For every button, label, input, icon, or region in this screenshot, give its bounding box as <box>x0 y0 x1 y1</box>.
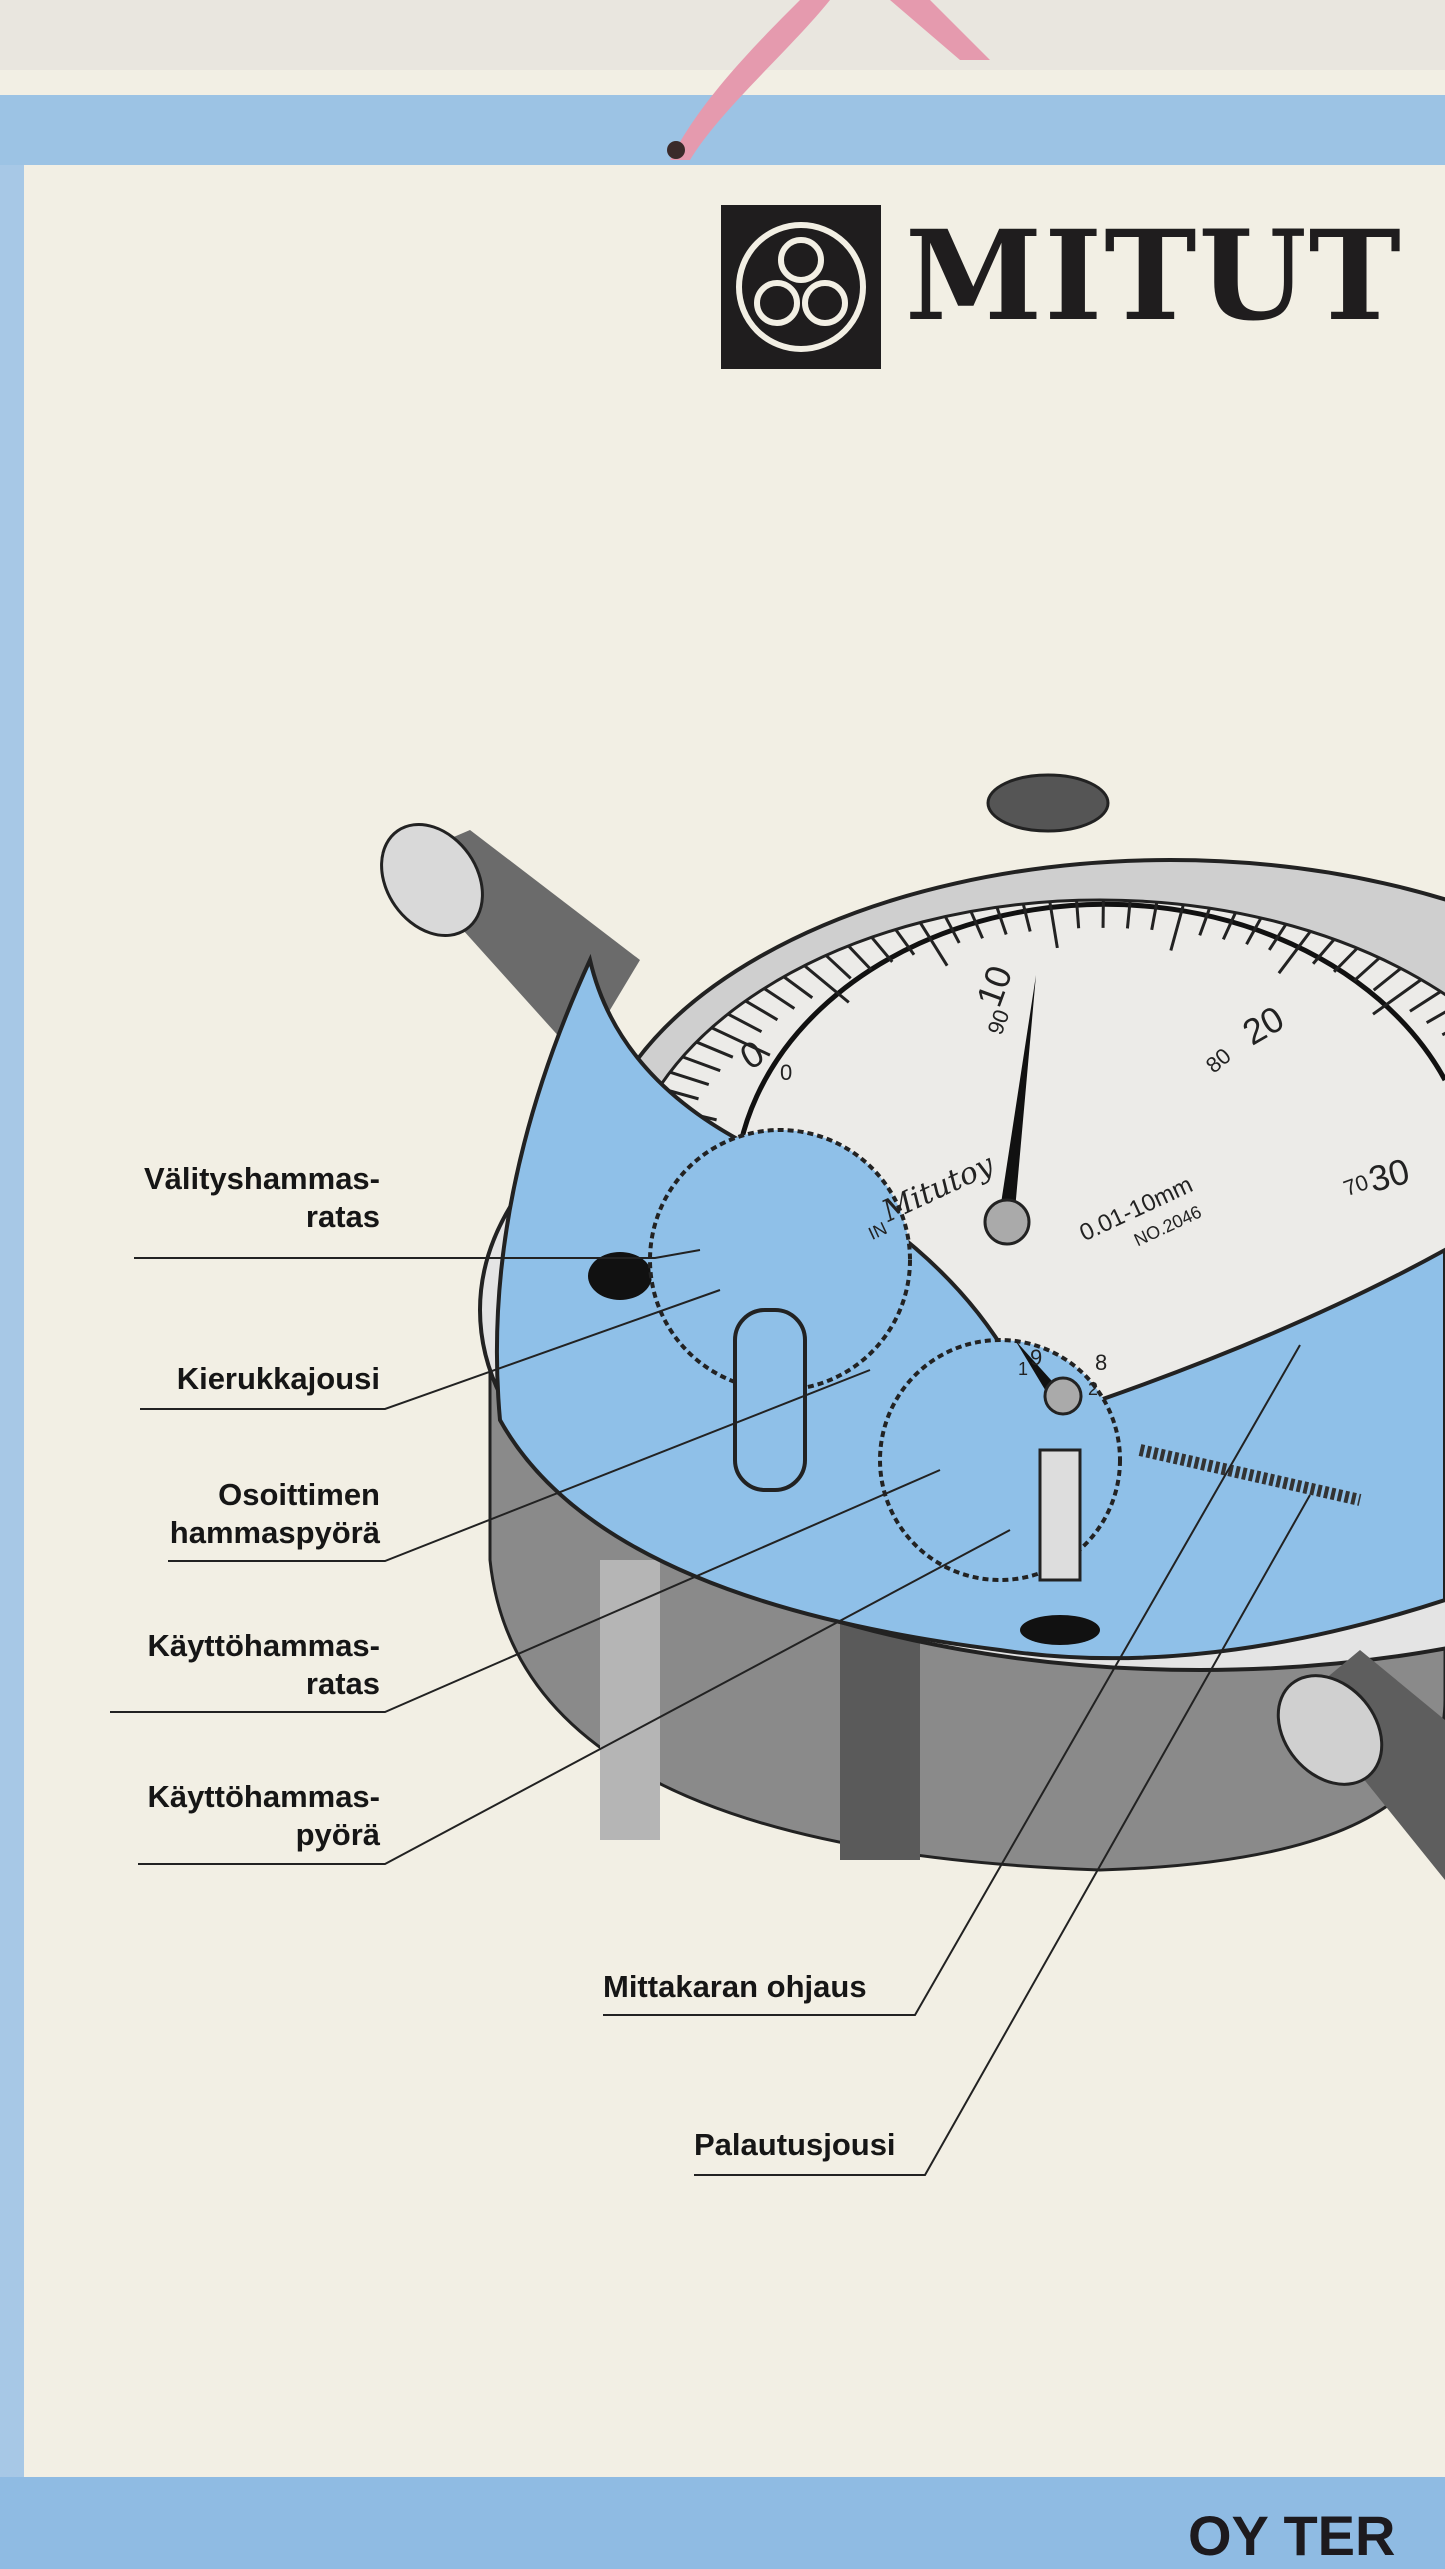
dial-tick <box>1353 956 1381 982</box>
drive-gear <box>878 1338 1122 1582</box>
dial-tick <box>894 928 916 956</box>
leader-line-mittakaran-ohjaus <box>603 1344 1301 2016</box>
label-line: Osoittimen <box>218 1477 380 1512</box>
dial-tick <box>969 910 984 939</box>
footer-company-name: OY TER <box>1188 2504 1396 2567</box>
dial-tick <box>1075 900 1081 929</box>
label-line: Käyttöhammas- <box>147 1779 380 1814</box>
mitutoyo-trefoil-logo <box>721 205 881 369</box>
label-line: ratas <box>305 1666 380 1701</box>
dial-tick <box>995 906 1008 935</box>
dial-tick <box>1372 978 1423 1016</box>
label-line: ratas <box>305 1199 380 1234</box>
label-kayttohammaspyora: Käyttöhammas- pyörä <box>147 1778 380 1854</box>
dial-tick <box>943 915 961 944</box>
leader-line-osoittimen-hammaspyora <box>168 1369 871 1562</box>
label-line: Kierukkajousi <box>176 1361 380 1396</box>
label-line: hammaspyörä <box>169 1515 380 1550</box>
dial-tick <box>870 936 894 963</box>
small-dial-2: 2 <box>1088 1379 1098 1399</box>
return-spring <box>1138 1444 1362 1506</box>
dial-tick <box>1372 967 1402 992</box>
label-osoittimen-hammaspyora: Osoittimen hammaspyörä <box>170 1476 380 1552</box>
main-hand <box>1000 975 1036 1210</box>
dial-tick <box>744 999 779 1022</box>
label-kierukkajousi: Kierukkajousi <box>177 1360 380 1398</box>
hanging-string <box>667 0 990 160</box>
leader-line-kayttohammasratas <box>110 1469 941 1713</box>
dial-tick <box>1268 923 1288 951</box>
dial-tick <box>1409 990 1442 1013</box>
brand-name: MITUT <box>905 204 1403 349</box>
hand-pivot <box>983 1198 1031 1246</box>
label-palautusjousi: Palautusjousi <box>694 2126 896 2164</box>
small-dial-8: 8 <box>1095 1350 1107 1375</box>
dial-tick <box>1150 901 1159 931</box>
dial-tick <box>847 944 873 971</box>
dial-tick <box>1169 904 1185 951</box>
dial-tick <box>1048 901 1059 949</box>
top-knob <box>986 773 1110 833</box>
plate-hole <box>588 1252 652 1300</box>
dial-tick <box>1311 938 1336 965</box>
small-dial-9: 9 <box>1030 1345 1042 1370</box>
small-dial-1: 1 <box>1018 1359 1028 1379</box>
leader-line-kayttohammaspyora <box>138 1529 1011 1865</box>
dial-tick <box>695 1040 734 1059</box>
dial-tick <box>669 1070 710 1086</box>
dial-tick <box>803 964 850 1004</box>
dial-tick <box>782 975 814 999</box>
dial-tick <box>1125 900 1132 929</box>
label-line: Käyttöhammas- <box>147 1628 380 1663</box>
label-mittakaran-ohjaus: Mittakaran ohjaus <box>603 1968 867 2006</box>
label-line: Mittakaran ohjaus <box>603 1969 867 2004</box>
dial-tick <box>711 1026 771 1057</box>
dial-tick <box>1425 1010 1445 1025</box>
leader-line-valityshammasratas <box>134 1249 701 1259</box>
left-blue-band <box>0 165 24 2477</box>
small-hand-pivot <box>1043 1376 1083 1416</box>
dial-tick <box>1277 930 1312 975</box>
dial-tick <box>918 921 949 967</box>
dial-tick <box>1245 917 1263 945</box>
dial-number-inner-0: 0 <box>780 1060 792 1085</box>
dial-tick <box>682 1055 721 1073</box>
bottom-blue-band <box>0 2477 1445 2569</box>
dial-tick <box>1198 907 1212 936</box>
label-kayttohammasratas: Käyttöhammas- ratas <box>147 1627 380 1703</box>
spring-post <box>733 1308 807 1492</box>
dial-tick <box>1221 911 1237 940</box>
dial-tick <box>825 954 852 980</box>
label-valityshammasratas: Välityshammas- ratas <box>144 1160 380 1236</box>
leader-line-kierukkajousi <box>140 1289 721 1410</box>
dial-tick <box>727 1012 763 1034</box>
label-line: Välityshammas- <box>143 1161 380 1196</box>
label-line: Palautusjousi <box>694 2127 896 2162</box>
plate-hole <box>1020 1615 1100 1645</box>
label-line: pyörä <box>295 1817 380 1852</box>
rack <box>1038 1448 1082 1582</box>
dial-tick <box>1332 947 1359 973</box>
leader-line-palautusjousi <box>694 1494 1311 2176</box>
dial-tick <box>763 987 796 1010</box>
right-stem <box>1276 1650 1445 1880</box>
dial-tick <box>1021 903 1032 932</box>
